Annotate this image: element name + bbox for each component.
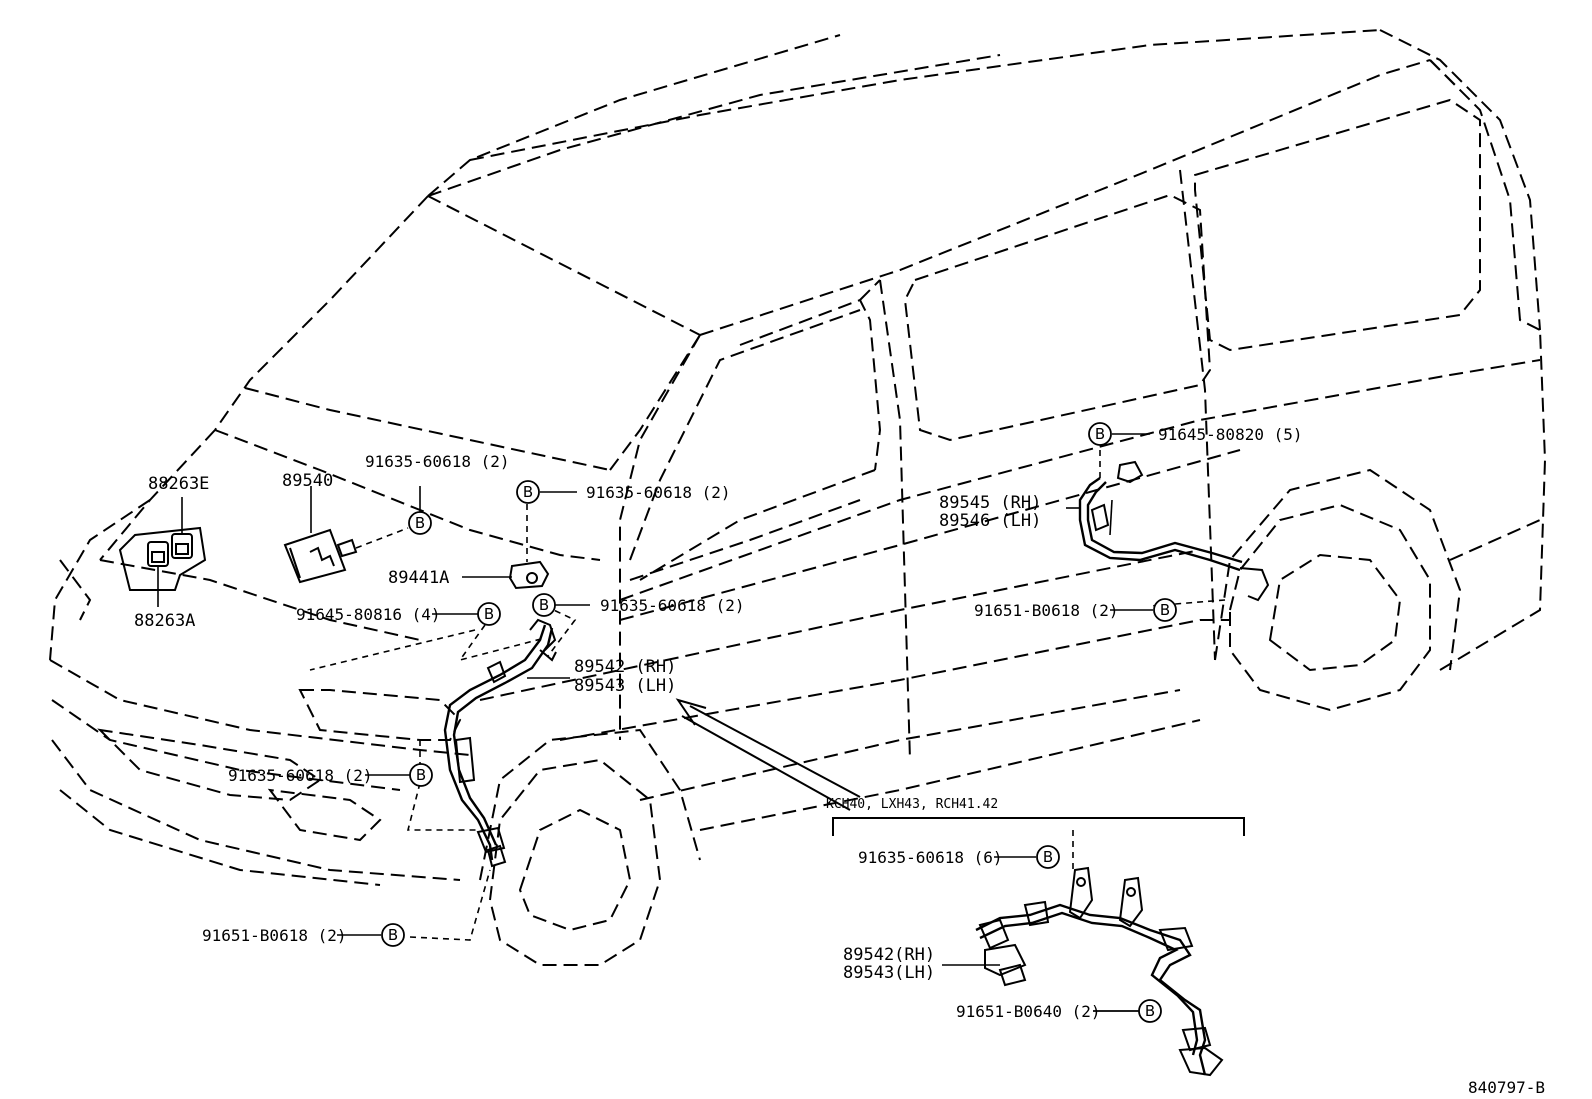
bolt-marker-letter: B: [388, 926, 398, 944]
label-bolt-front-b0618: 91651-B0618 (2): [202, 926, 347, 945]
label-88263A: 88263A: [134, 611, 195, 631]
label-89540: 89540: [282, 471, 333, 491]
bolt-marker-letter: B: [415, 514, 425, 532]
label-89441A: 89441A: [388, 568, 449, 588]
bolt-marker-letter: B: [1160, 601, 1170, 619]
label-88263E: 88263E: [148, 474, 209, 494]
bolt-marker-letter: B: [484, 605, 494, 623]
front-harness-89542: [309, 605, 577, 941]
bolt-marker-front-mid: B: [532, 593, 556, 617]
label-inset-89542-rh: 89542(RH): [843, 945, 935, 965]
bolt-marker-front-low: B: [409, 763, 433, 787]
bolt-marker-sensor: B: [516, 480, 540, 504]
bolt-marker-letter: B: [416, 766, 426, 784]
leader-lines: [337, 433, 1153, 1012]
label-89542-rh: 89542 (RH): [574, 657, 676, 677]
label-inset-89543-lh: 89543(LH): [843, 963, 935, 983]
diagram-reference: 840797-B: [1468, 1078, 1545, 1097]
sensor-89441A: [462, 504, 550, 590]
bolt-marker-front-b0618: B: [381, 923, 405, 947]
bolt-marker-inset-b0640: B: [1138, 999, 1162, 1023]
bolt-marker-letter: B: [1043, 848, 1053, 866]
label-bolt-sensor: 91635-60618 (2): [586, 483, 731, 502]
label-bolt-front-mid: 91635-60618 (2): [600, 596, 745, 615]
inset-arrow: [675, 698, 861, 811]
label-bolt-front-low: 91635-60618 (2): [228, 766, 373, 785]
label-bolt-80816: 91645-80816 (4): [296, 605, 441, 624]
label-bolt-rear-b0618: 91651-B0618 (2): [974, 601, 1119, 620]
bolt-marker-letter: B: [1145, 1002, 1155, 1020]
relay-bracket-88263: [118, 497, 207, 607]
label-89546-lh: 89546 (LH): [939, 511, 1041, 531]
bolt-marker-inset-6: B: [1036, 845, 1060, 869]
bolt-marker-rear-b0618: B: [1153, 598, 1177, 622]
vehicle-outline: [49, 29, 1547, 966]
label-89545-rh: 89545 (RH): [939, 493, 1041, 513]
bolt-marker-letter: B: [539, 596, 549, 614]
bolt-marker-letter: B: [1095, 425, 1105, 443]
part-labels: 88263E 88263A 89540 91635-60618 (2) 9163…: [134, 425, 1545, 1097]
label-bolt-80820: 91645-80820 (5): [1158, 425, 1303, 444]
inset-frame: [832, 817, 1245, 836]
bolt-marker-80816: B: [477, 602, 501, 626]
bolt-marker-hood: B: [408, 511, 432, 535]
label-inset-bolt-b0640: 91651-B0640 (2): [956, 1002, 1101, 1021]
label-inset-bolt-6: 91635-60618 (6): [858, 848, 1003, 867]
inset-harness: [942, 830, 1224, 1077]
rear-harness-89545: [1066, 450, 1270, 607]
ecu-89540: [283, 486, 409, 584]
label-bolt-hood: 91635-60618 (2): [365, 452, 510, 471]
inset-title: KCH40, LXH43, RCH41.42: [826, 797, 998, 812]
label-89543-lh: 89543 (LH): [574, 676, 676, 696]
bolt-marker-80820: B: [1088, 422, 1112, 446]
bolt-marker-letter: B: [523, 483, 533, 501]
